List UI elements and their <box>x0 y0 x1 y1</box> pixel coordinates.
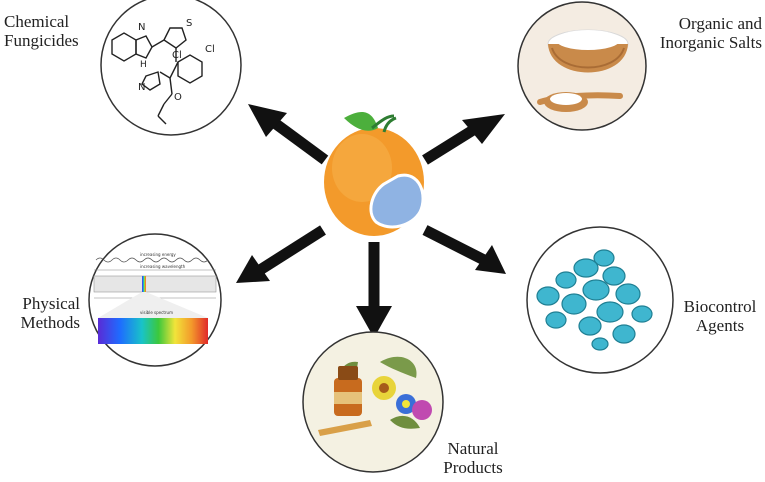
arrow-to-chemical <box>248 104 329 165</box>
label-organic-inorganic-salts: Organic and Inorganic Salts <box>659 14 762 52</box>
em-spectrum-icon <box>93 257 217 344</box>
arrow-to-biocontrol <box>422 225 506 274</box>
chemical-fungicides-node: N H S Cl Cl O N <box>100 0 242 136</box>
herbal-products-icon <box>318 356 432 436</box>
salt-bowl-icon <box>537 29 629 112</box>
molecule-structure-icon <box>111 27 203 125</box>
atom-nh: H <box>140 60 147 70</box>
label-natural-products: Natural Products <box>443 439 503 477</box>
physical-methods-node: increasing energy increasing wavelength … <box>88 233 222 367</box>
atom-n2: N <box>138 82 145 93</box>
atom-s: S <box>186 18 192 29</box>
natural-products-node <box>302 331 444 473</box>
yeast-cells-icon <box>536 249 653 351</box>
biocontrol-node <box>526 226 674 374</box>
label-physical-methods: Physical Methods <box>20 294 81 332</box>
arrow-to-natural <box>356 242 392 338</box>
salts-node <box>517 1 647 131</box>
atom-cl1: Cl <box>172 50 182 61</box>
atom-n1: N <box>138 22 145 33</box>
arrow-to-physical <box>236 225 326 283</box>
atom-o: O <box>174 92 182 103</box>
arrow-to-salts <box>422 114 505 165</box>
arrows <box>236 104 506 338</box>
label-biocontrol-agents: Biocontrol Agents <box>683 297 757 335</box>
spectrum-top-label-2: increasing wavelength <box>140 264 186 269</box>
spectrum-top-label: increasing energy <box>140 252 176 257</box>
spectrum-bottom-label: visible spectrum <box>140 310 173 315</box>
orange-with-mold-icon <box>324 112 425 236</box>
atom-cl2: Cl <box>205 44 215 55</box>
label-chemical-fungicides: Chemical Fungicides <box>4 12 79 50</box>
